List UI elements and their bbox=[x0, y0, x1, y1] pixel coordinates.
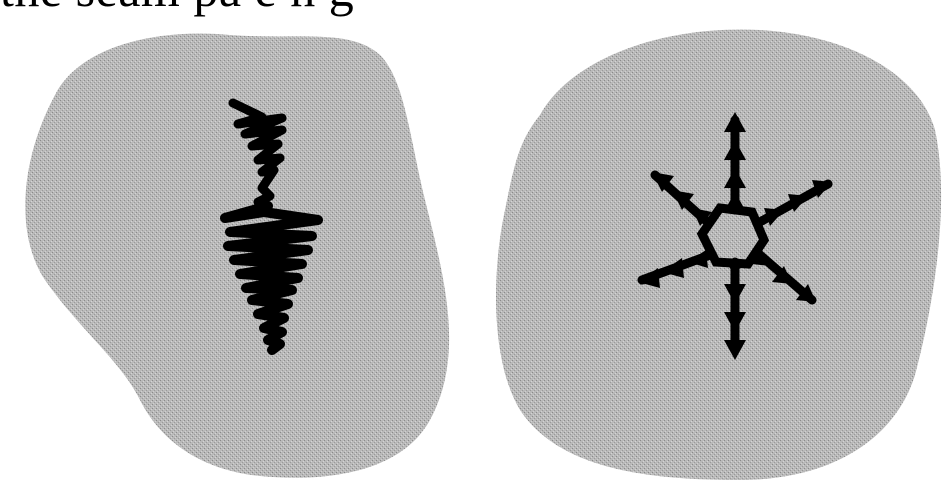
right-blob bbox=[496, 30, 941, 480]
